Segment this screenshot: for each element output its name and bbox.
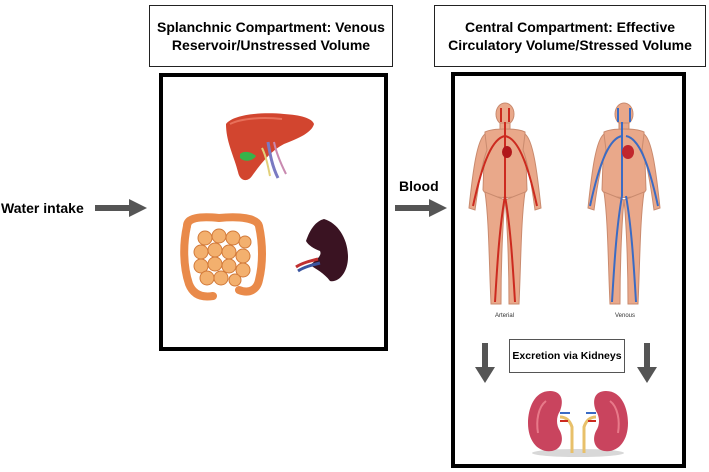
venous-body-icon: [587, 102, 661, 305]
water-intake-arrow: [95, 199, 147, 217]
kidneys-icon: [528, 391, 628, 457]
left-down-arrow: [475, 343, 495, 383]
splanchnic-title: Splanchnic Compartment: Venous Reservoir…: [149, 5, 393, 67]
splanchnic-title-text: Splanchnic Compartment: Venous Reservoir…: [157, 19, 385, 53]
central-title: Central Compartment: Effective Circulato…: [434, 5, 706, 67]
blood-label: Blood: [399, 178, 439, 194]
liver-icon: [226, 113, 314, 181]
excretion-label: Excretion via Kidneys: [512, 350, 622, 362]
central-title-text: Central Compartment: Effective Circulato…: [448, 19, 692, 53]
right-down-arrow: [637, 343, 657, 383]
intestine-icon: [180, 213, 266, 301]
venous-caption: Venous: [615, 313, 636, 319]
water-intake-label: Water intake: [1, 200, 84, 216]
arterial-body-icon: [468, 102, 542, 305]
spleen-icon: [295, 219, 348, 282]
excretion-box: Excretion via Kidneys: [509, 339, 625, 373]
blood-arrow: [395, 199, 447, 217]
arterial-caption: Arterial: [495, 313, 515, 319]
